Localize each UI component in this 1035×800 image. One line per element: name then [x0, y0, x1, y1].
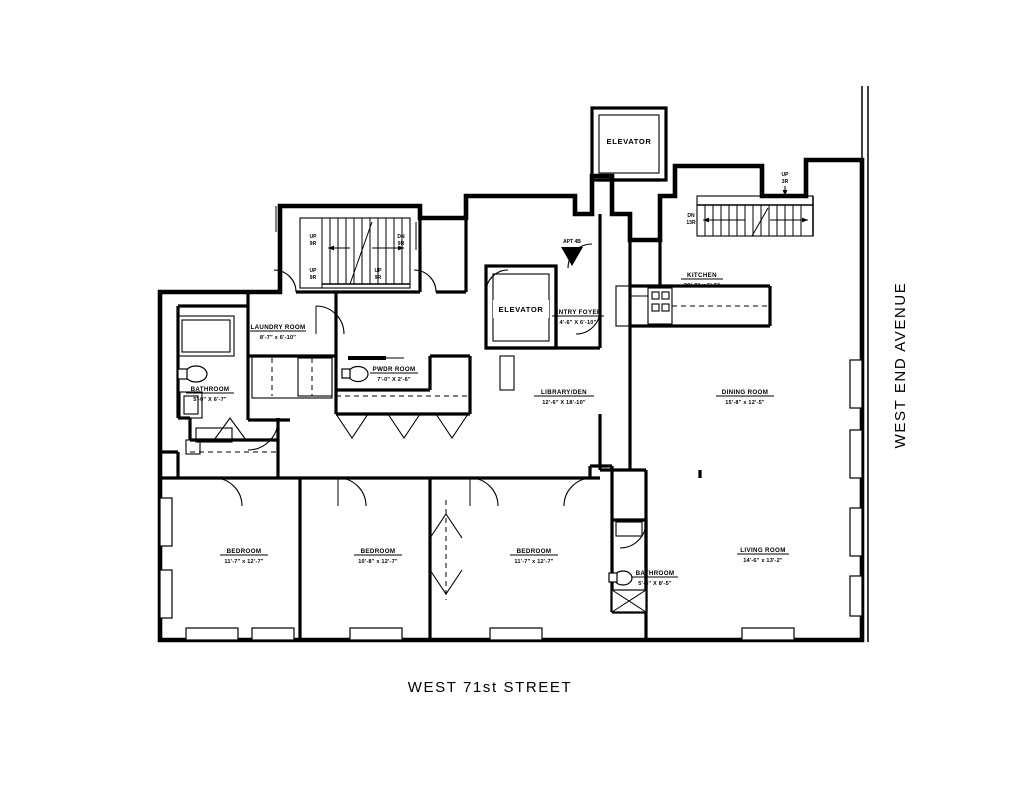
room-name: BATHROOM	[636, 570, 675, 577]
room-name: BEDROOM	[361, 548, 396, 555]
room-label-library-den: LIBRARY/DEN 12'-6" X 18'-10"	[534, 389, 594, 406]
stair-label-dn-9r: DN	[397, 234, 405, 240]
stair-count-up-9r-b: 9R	[310, 275, 317, 281]
room-label-powder-room: PWDR ROOM 7'-0" X 2'-6"	[370, 366, 418, 383]
stair-right-public: DN 13R UP 3R	[686, 172, 814, 237]
room-dims: 4'-6" X 6'-10"	[560, 320, 597, 326]
room-dims: 15'-8" x 12'-5"	[725, 400, 765, 406]
interior-partitions	[160, 206, 772, 640]
room-labels: LAUNDRY ROOM 8'-7" x 6'-10" BATHROOM 5'-…	[186, 272, 789, 587]
stair-count-dn-13r: 13R	[686, 220, 696, 226]
apartment-tag-marker: APT 4B	[561, 239, 583, 266]
room-name: KITCHEN	[687, 272, 717, 279]
elevator-label-upper: ELEVATOR	[607, 137, 652, 146]
room-name: BATHROOM	[191, 386, 230, 393]
room-label-kitchen: KITCHEN 20'-0" x 6'-5"	[681, 272, 723, 289]
room-dims: 8'-7" x 6'-10"	[260, 335, 296, 341]
room-name: PWDR ROOM	[372, 366, 415, 373]
elevator-label-apartment: ELEVATOR	[499, 305, 544, 314]
stair-left-service: UP 9R DN 9R UP 9R UP 9R	[275, 206, 417, 289]
stair-label-up-9r-b: UP	[310, 268, 318, 274]
stair-count-up-9r-a: 9R	[310, 241, 317, 247]
stair-label-up-9r-a: UP	[310, 234, 318, 240]
plumbing-fixtures	[177, 356, 647, 613]
room-label-bedroom-3: BEDROOM 11'-7" x 12'-7"	[510, 548, 558, 565]
stair-label-dn-13r: DN	[687, 213, 695, 219]
building-outline	[157, 157, 865, 643]
room-dims: 11'-7" x 12'-7"	[514, 559, 553, 565]
room-dims: 5'-0" X 6'-7"	[193, 397, 227, 403]
room-label-bedroom-1: BEDROOM 11'-7" x 12'-7"	[220, 548, 268, 565]
stair-count-up-3r: 3R	[782, 179, 789, 185]
room-name: LIVING ROOM	[740, 547, 785, 554]
stair-count-up-9r-c: 9R	[375, 275, 382, 281]
room-dims: 11'-7" x 12'-7"	[224, 559, 263, 565]
room-name: LAUNDRY ROOM	[250, 324, 305, 331]
room-label-living-room: LIVING ROOM 14'-6" x 13'-2"	[737, 547, 789, 564]
room-dims: 20'-0" x 6'-5"	[684, 283, 720, 289]
room-name: BEDROOM	[227, 548, 262, 555]
room-label-bathroom-main: BATHROOM 5'-0" X 6'-7"	[186, 386, 234, 403]
room-dims: 7'-0" X 2'-6"	[377, 377, 411, 383]
stair-label-up-9r-c: UP	[375, 268, 383, 274]
room-label-dining-room: DINING ROOM 15'-8" x 12'-5"	[716, 389, 774, 406]
room-label-bathroom-bedroom-wing: BATHROOM 5'-4" X 8'-5"	[632, 570, 678, 587]
apartment-tag-label: APT 4B	[563, 239, 581, 245]
room-dims: 5'-4" X 8'-5"	[638, 581, 672, 587]
room-label-entry-foyer: ENTRY FOYER 4'-6" X 6'-10"	[552, 309, 604, 326]
door-swings	[190, 243, 647, 600]
room-name: DINING ROOM	[722, 389, 768, 396]
room-name: LIBRARY/DEN	[541, 389, 587, 396]
stair-count-dn-9r: 9R	[398, 241, 405, 247]
room-name: BEDROOM	[517, 548, 552, 555]
street-label-bottom: WEST 71st STREET	[408, 679, 573, 696]
room-label-bedroom-2: BEDROOM 10'-8" x 12'-7"	[354, 548, 402, 565]
windows	[159, 359, 863, 641]
room-name: ENTRY FOYER	[554, 309, 602, 316]
room-dims: 14'-6" x 13'-2"	[743, 558, 783, 564]
street-label-right: WEST END AVENUE	[892, 282, 909, 449]
room-label-laundry-room: LAUNDRY ROOM 8'-7" x 6'-10"	[250, 324, 306, 341]
room-dims: 12'-6" X 18'-10"	[542, 400, 586, 406]
closets-and-details	[177, 285, 770, 455]
elevator-shaft-upper: ELEVATOR	[590, 106, 668, 182]
stair-label-up-3r: UP	[782, 172, 790, 178]
room-dims: 10'-8" x 12'-7"	[358, 559, 398, 565]
